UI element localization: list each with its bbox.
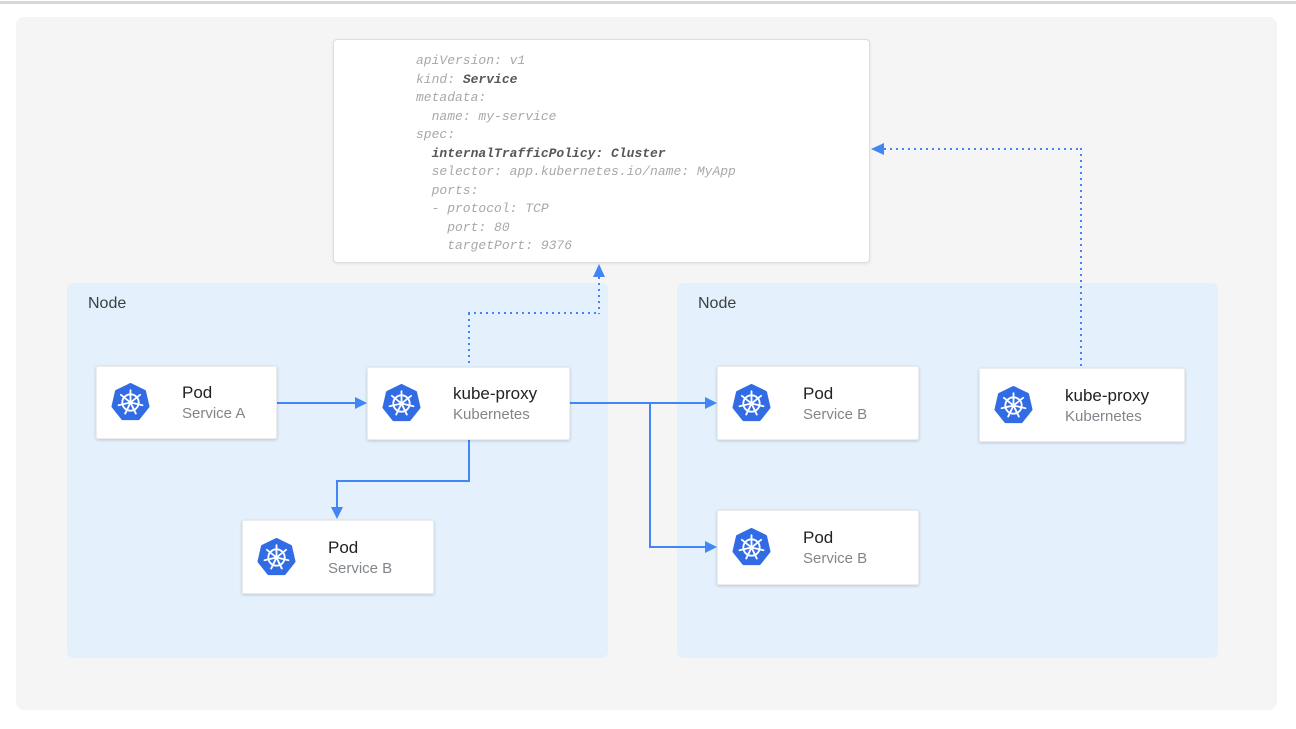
card-title: Pod xyxy=(182,383,213,402)
arrow-segment xyxy=(336,480,470,482)
node-label: Node xyxy=(698,295,737,312)
card-subtitle: Service A xyxy=(182,405,246,422)
card-title: Pod xyxy=(803,528,834,547)
arrowhead xyxy=(705,397,717,409)
card-subtitle: Service B xyxy=(803,550,868,567)
arrowhead xyxy=(593,264,605,277)
kubernetes-icon xyxy=(257,537,296,575)
card-title: Pod xyxy=(803,383,834,403)
kubernetes-icon xyxy=(732,383,771,421)
yaml-line: name: my-service xyxy=(416,108,557,124)
dotted-segment xyxy=(468,312,600,314)
yaml-line: ports: xyxy=(416,182,479,198)
pod-card-service-b-left: Pod Service B xyxy=(242,520,434,594)
yaml-line: spec: xyxy=(416,127,456,142)
card-title: kube-proxy xyxy=(1065,385,1150,405)
card-title: kube-proxy xyxy=(453,384,538,403)
card-subtitle: Service B xyxy=(328,559,393,577)
yaml-line: port: 80 xyxy=(416,219,510,235)
kubernetes-icon xyxy=(732,528,771,566)
arrow-segment xyxy=(277,402,356,404)
yaml-line: kind: xyxy=(416,71,463,87)
node-label: Node xyxy=(88,295,127,312)
kube-proxy-card-right: kube-proxy Kubernetes xyxy=(979,368,1185,442)
pod-card-service-b-top-right: Pod Service B xyxy=(717,366,919,440)
arrow-segment xyxy=(570,402,705,404)
yaml-line: - protocol: TCP xyxy=(416,201,549,216)
kubernetes-icon xyxy=(382,384,421,422)
dotted-segment xyxy=(598,277,600,314)
card-title: Pod xyxy=(328,537,359,557)
pod-card-service-a: Pod Service A xyxy=(96,366,277,439)
kubernetes-icon xyxy=(994,385,1033,423)
yaml-line xyxy=(416,146,432,161)
pod-card-service-b-bottom-right: Pod Service B xyxy=(717,510,919,585)
yaml-line: selector: app.kubernetes.io/name: MyApp xyxy=(416,164,736,179)
dotted-segment xyxy=(884,148,1082,150)
yaml-line: targetPort: 9376 xyxy=(416,238,573,253)
kube-proxy-card-left: kube-proxy Kubernetes xyxy=(367,367,570,440)
arrow-segment xyxy=(649,402,651,547)
top-divider xyxy=(0,1,1296,4)
card-subtitle: Kubernetes xyxy=(1065,407,1142,425)
dotted-segment xyxy=(1080,148,1082,368)
arrowhead xyxy=(705,541,717,553)
yaml-line: metadata: xyxy=(416,90,487,105)
card-subtitle: Service B xyxy=(803,405,868,423)
arrowhead xyxy=(355,397,367,409)
node-box-right: Node xyxy=(677,283,1218,658)
arrow-segment xyxy=(336,480,338,508)
arrowhead xyxy=(871,143,884,155)
card-subtitle: Kubernetes xyxy=(453,406,530,423)
arrowhead xyxy=(331,507,343,519)
yaml-line: apiVersion: v1 xyxy=(416,53,526,68)
kubernetes-icon xyxy=(111,383,150,421)
dotted-segment xyxy=(468,313,470,367)
node-box-left: Node xyxy=(67,283,608,658)
arrow-segment xyxy=(649,546,705,548)
arrow-segment xyxy=(468,440,470,482)
